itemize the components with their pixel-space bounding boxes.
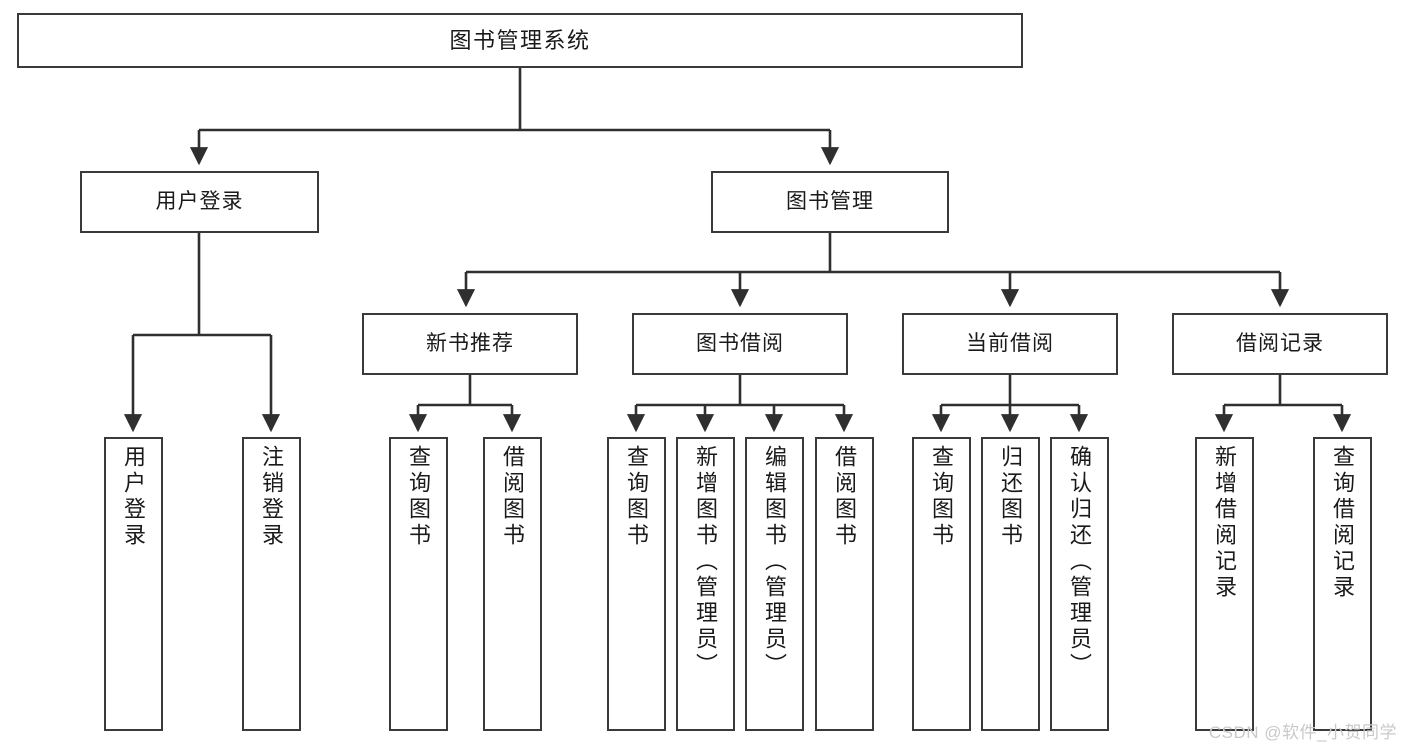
- node-label: 注销登录: [259, 445, 285, 549]
- node-current-borrow[interactable]: 当前借阅: [902, 313, 1118, 375]
- node-root-book-management-system[interactable]: 图书管理系统: [17, 13, 1023, 68]
- leaf-user-login-login[interactable]: 用户登录: [104, 437, 163, 731]
- node-new-book-recommend[interactable]: 新书推荐: [362, 313, 578, 375]
- node-label: 图书管理系统: [449, 27, 591, 53]
- node-label: 查询借阅记录: [1330, 445, 1356, 601]
- leaf-borrow-query-book[interactable]: 查询图书: [607, 437, 666, 731]
- node-book-borrow[interactable]: 图书借阅: [632, 313, 848, 375]
- leaf-borrow-add-book-admin[interactable]: 新增图书（管理员）: [676, 437, 735, 731]
- node-label: 图书管理: [786, 189, 874, 213]
- leaf-current-return-book[interactable]: 归还图书: [981, 437, 1040, 731]
- node-label: 借阅图书: [832, 445, 858, 549]
- node-label: 新增图书（管理员）: [693, 445, 719, 679]
- node-label: 编辑图书（管理员）: [762, 445, 788, 679]
- leaf-borrow-edit-book-admin[interactable]: 编辑图书（管理员）: [745, 437, 804, 731]
- node-label: 查询图书: [406, 445, 432, 549]
- leaf-new-book-query[interactable]: 查询图书: [389, 437, 448, 731]
- node-label: 当前借阅: [966, 331, 1054, 355]
- leaf-record-query-record[interactable]: 查询借阅记录: [1313, 437, 1372, 731]
- node-user-login[interactable]: 用户登录: [80, 171, 319, 233]
- node-borrow-record[interactable]: 借阅记录: [1172, 313, 1388, 375]
- node-label: 用户登录: [121, 445, 147, 549]
- node-label: 查询图书: [929, 445, 955, 549]
- node-label: 查询图书: [624, 445, 650, 549]
- node-label: 用户登录: [155, 189, 244, 213]
- leaf-record-add-record[interactable]: 新增借阅记录: [1195, 437, 1254, 731]
- node-label: 确认归还（管理员）: [1067, 445, 1093, 679]
- leaf-borrow-borrow-book[interactable]: 借阅图书: [815, 437, 874, 731]
- node-label: 借阅图书: [500, 445, 526, 549]
- leaf-new-book-borrow[interactable]: 借阅图书: [483, 437, 542, 731]
- node-label: 图书借阅: [696, 331, 784, 355]
- leaf-current-query-book[interactable]: 查询图书: [912, 437, 971, 731]
- node-label: 新书推荐: [426, 331, 514, 355]
- node-label: 归还图书: [998, 445, 1024, 549]
- leaf-user-login-logout[interactable]: 注销登录: [242, 437, 301, 731]
- leaf-current-confirm-return-admin[interactable]: 确认归还（管理员）: [1050, 437, 1109, 731]
- node-label: 借阅记录: [1236, 331, 1324, 355]
- watermark: CSDN @软件_小贺同学: [1208, 723, 1397, 742]
- node-label: 新增借阅记录: [1212, 445, 1238, 601]
- node-book-management[interactable]: 图书管理: [711, 171, 949, 233]
